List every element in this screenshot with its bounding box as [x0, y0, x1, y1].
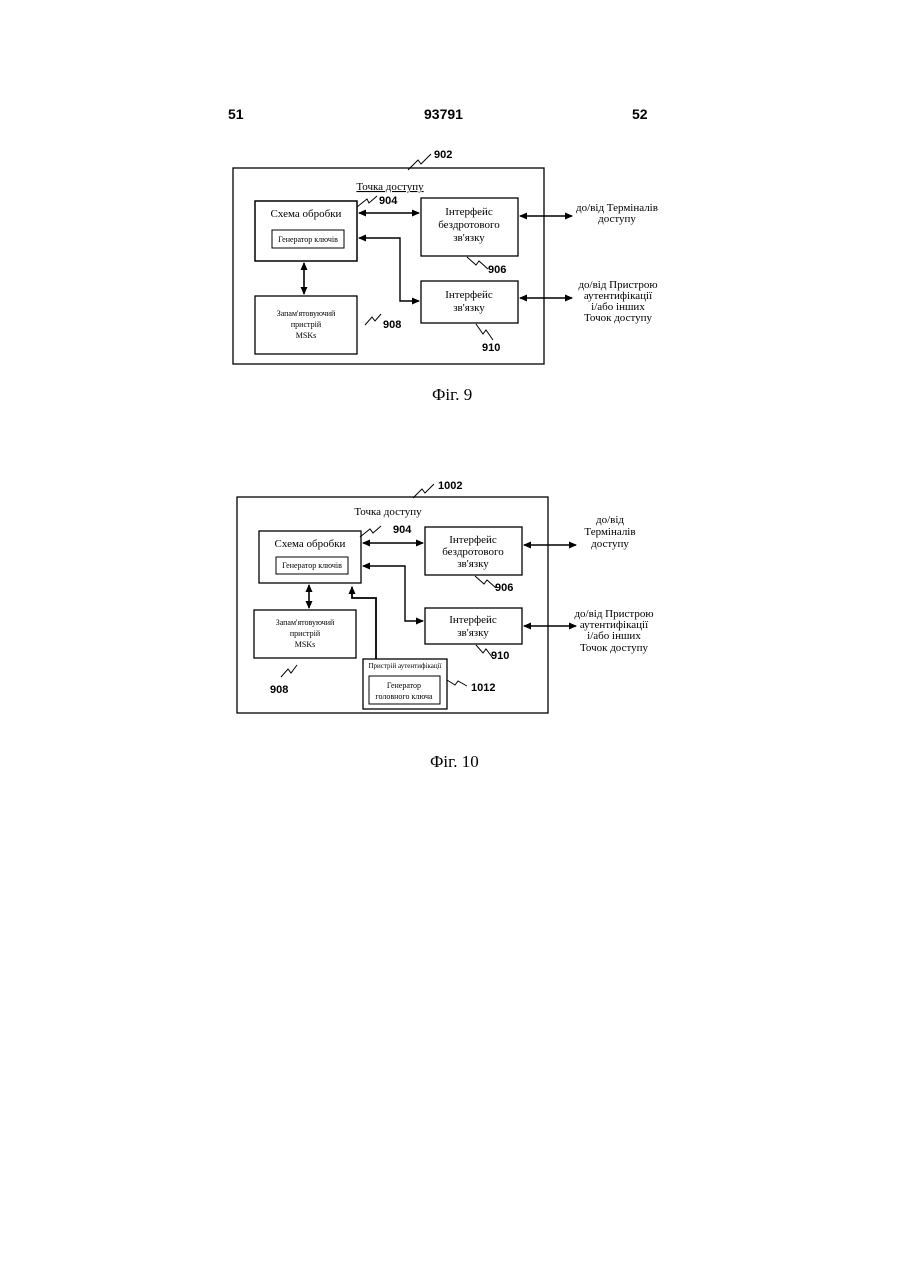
fig10-wireless-line-1: Інтерфейс	[449, 534, 497, 546]
fig9-caption: Фіг. 9	[432, 385, 472, 405]
fig10-container-label: Точка доступу	[354, 506, 422, 518]
fig10-comm-line-1: Інтерфейс	[449, 614, 497, 626]
fig10-storage-line-3: MSKs	[295, 640, 315, 649]
fig10-ext-terminals-line-1: до/від	[596, 514, 624, 526]
fig9-ref-910-leader	[476, 324, 493, 340]
fig10-ref-908: 908	[270, 684, 288, 696]
fig9-ref-910: 910	[482, 342, 500, 354]
fig10-ref-906: 906	[495, 582, 513, 594]
fig10-wireless-line-2: бездротового	[442, 546, 504, 558]
fig10-storage-line-2: пристрій	[290, 629, 321, 638]
fig10-ref-1012: 1012	[471, 682, 495, 694]
fig9-comm-line-2: зв'язку	[453, 302, 485, 314]
fig10-ref-1002-leader	[413, 484, 434, 498]
fig10-key-generator-label: Генератор ключів	[282, 561, 342, 570]
fig10-ref-904-leader	[360, 526, 381, 537]
fig10-wireless-line-3: зв'язку	[457, 558, 489, 570]
fig9-ref-904: 904	[379, 195, 398, 207]
fig9-storage-line-1: Запам'ятовуючий	[277, 309, 336, 318]
fig10-ref-906-leader	[475, 576, 496, 588]
fig9-ext-terminals-line-2: доступу	[598, 213, 636, 225]
fig10-ref-910-leader	[476, 645, 492, 657]
fig9-wireless-line-3: зв'язку	[453, 232, 485, 244]
fig9-processing-label: Схема обробки	[271, 208, 342, 220]
fig10-ext-auth-line-3: і/або інших	[587, 630, 641, 642]
fig9-ref-908-leader	[365, 314, 381, 325]
fig9-container-label: Точка доступу	[356, 181, 424, 193]
fig10-ref-910: 910	[491, 650, 509, 662]
fig9-wireless-line-1: Інтерфейс	[445, 206, 493, 218]
fig10-master-key-line-1: Генератор	[387, 681, 421, 690]
fig10-ref-1012-leader	[447, 680, 467, 686]
fig9-ref-906-leader	[467, 257, 488, 269]
fig9-ext-auth-line-4: Точок доступу	[584, 312, 653, 324]
fig10-processing-label: Схема обробки	[275, 538, 346, 550]
fig9-arrow-processing-comm	[359, 238, 419, 301]
fig10-ref-1002: 1002	[438, 480, 462, 492]
fig10-caption: Фіг. 10	[430, 752, 479, 772]
fig9-ref-902: 902	[434, 149, 452, 161]
fig10-ref-908-leader	[281, 665, 297, 677]
fig10-master-key-line-2: головного ключа	[375, 692, 433, 701]
fig10-ref-904: 904	[393, 524, 412, 536]
figure-10: 1002 Точка доступу Схема обробки Генерат…	[237, 480, 654, 713]
fig10-comm-line-2: зв'язку	[457, 627, 489, 639]
fig9-storage-line-2: пристрій	[291, 320, 322, 329]
fig9-ref-904-leader	[357, 196, 377, 207]
fig10-arrow-processing-comm	[363, 566, 423, 621]
fig9-comm-line-1: Інтерфейс	[445, 289, 493, 301]
fig9-wireless-line-2: бездротового	[438, 219, 500, 231]
figure-9: 902 Точка доступу Схема обробки Генерато…	[233, 149, 658, 364]
fig9-ref-906: 906	[488, 264, 506, 276]
fig9-key-generator-label: Генератор ключів	[278, 235, 338, 244]
fig10-ext-terminals-line-2: Терміналів	[584, 526, 635, 538]
fig9-ref-908: 908	[383, 319, 401, 331]
fig10-ext-terminals-line-3: доступу	[591, 538, 629, 550]
fig10-ext-auth-line-4: Точок доступу	[580, 642, 649, 654]
fig9-storage-line-3: MSKs	[296, 331, 316, 340]
fig10-auth-device-label: Пристрій аутентифікації	[369, 662, 442, 670]
fig10-storage-line-1: Запам'ятовуючий	[276, 618, 335, 627]
